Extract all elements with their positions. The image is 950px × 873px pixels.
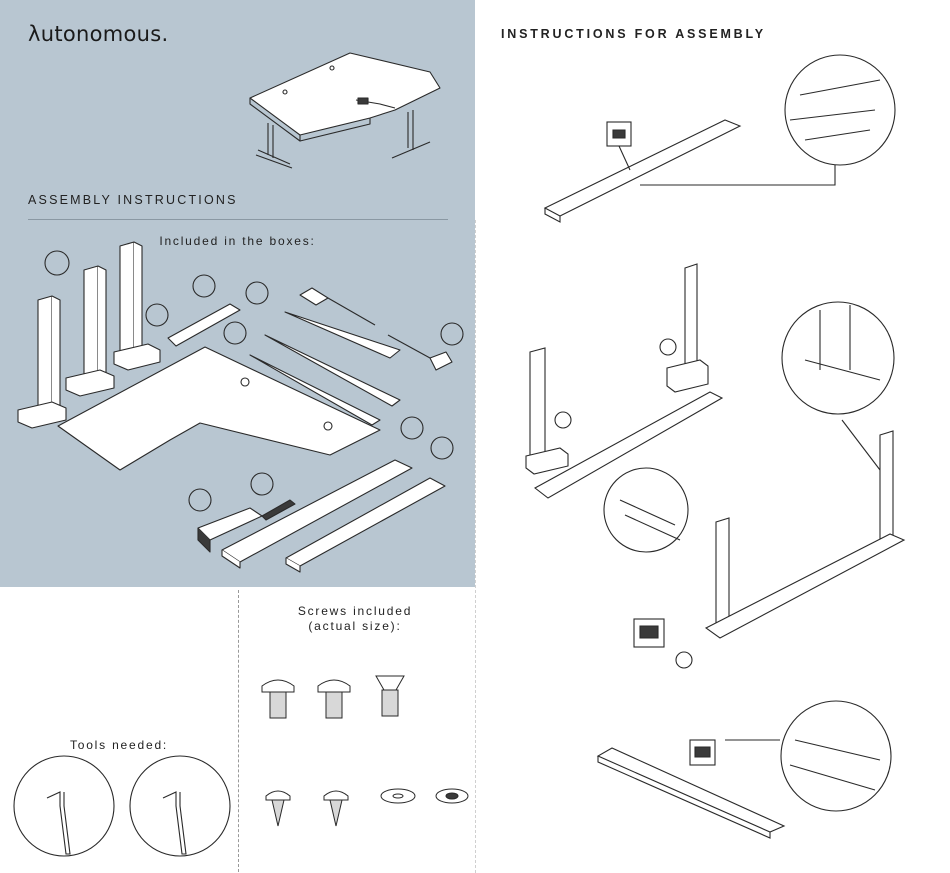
step-4-center-bracket bbox=[598, 701, 891, 838]
step-3-full-base bbox=[634, 431, 904, 668]
bolt-icon-2 bbox=[318, 680, 350, 718]
mounting-plate bbox=[168, 304, 240, 346]
l-desk-illustration bbox=[250, 53, 440, 168]
bolt-icon-3 bbox=[376, 676, 404, 716]
hex-key-tools bbox=[14, 756, 230, 856]
washer-icon bbox=[381, 789, 415, 803]
screw-set bbox=[262, 676, 468, 826]
nut-icon bbox=[436, 789, 468, 803]
wood-screw-icon-1 bbox=[266, 791, 290, 826]
step-1-frame-assembly bbox=[545, 55, 895, 222]
bolt-icon-1 bbox=[262, 680, 294, 718]
wood-screw-icon-2 bbox=[324, 791, 348, 826]
step-2-leg-attachment bbox=[526, 264, 894, 552]
